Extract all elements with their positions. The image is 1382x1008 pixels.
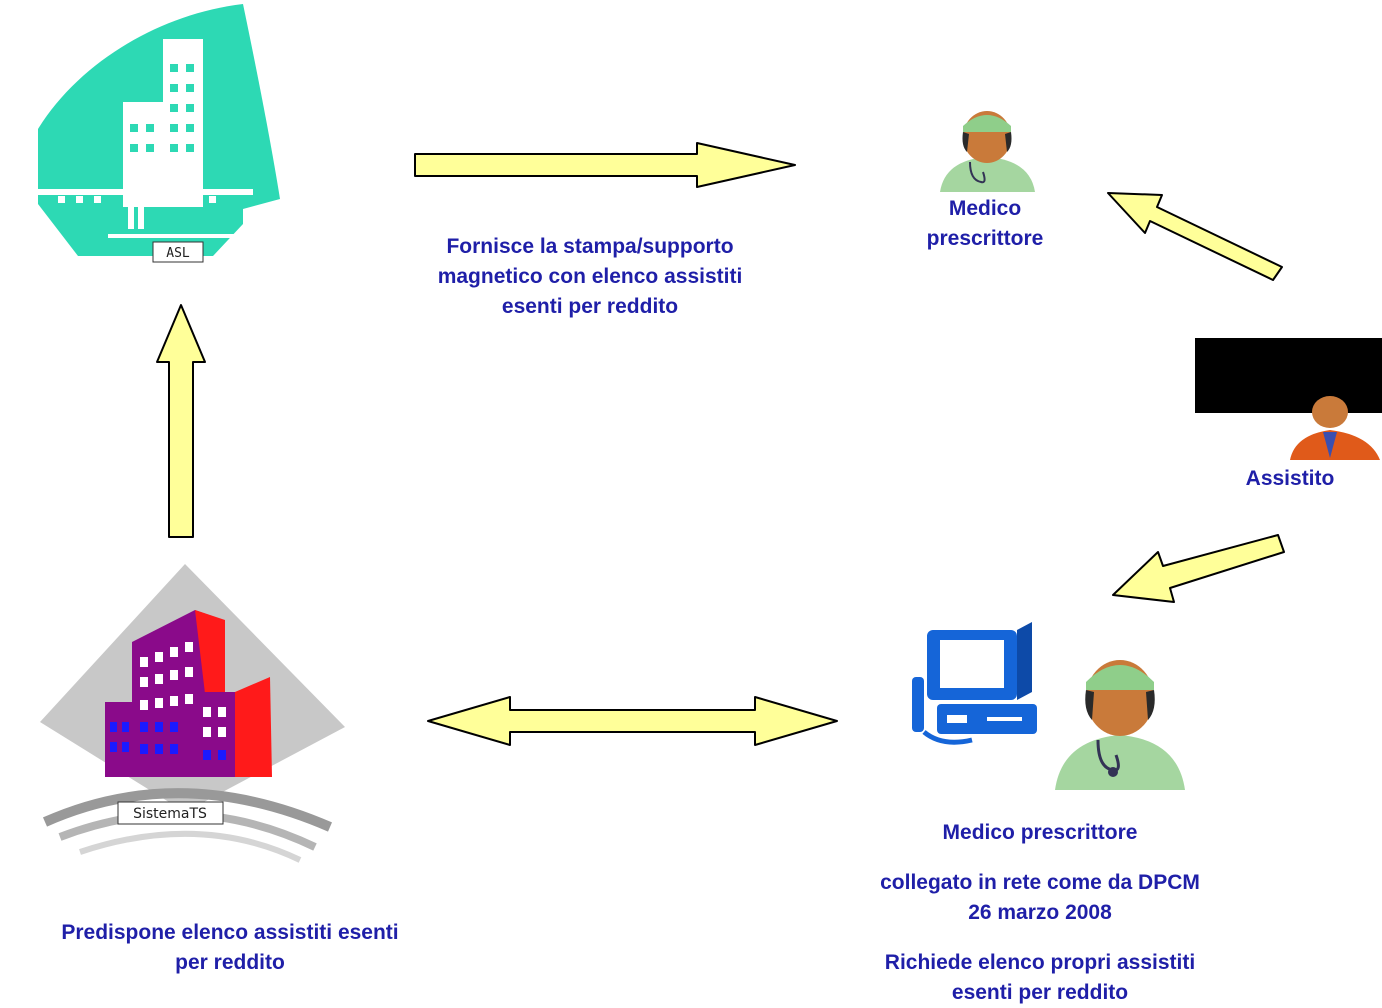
arrow-assistito-to-medico-top bbox=[1107, 192, 1283, 281]
medico-bottom-title: Medico prescrittore bbox=[942, 821, 1138, 844]
medico-bottom-line1: collegato in rete come da DPCM bbox=[880, 871, 1200, 894]
sistemats-logo: SistemaTS bbox=[40, 564, 345, 863]
arrow-asl-to-medico bbox=[414, 142, 796, 188]
medico-bottom-line2: 26 marzo 2008 bbox=[968, 901, 1112, 924]
double-arrow-sistemats-medico bbox=[427, 696, 838, 746]
medico-bottom-line3: Richiede elenco propri assistiti bbox=[884, 951, 1196, 974]
top-caption: Fornisce la stampa/supporto magnetico co… bbox=[380, 232, 800, 322]
doctor-icon-bottom bbox=[1055, 660, 1185, 790]
patient-icon bbox=[1290, 396, 1380, 460]
doctor-icon-top bbox=[940, 111, 1035, 192]
computer-icon bbox=[912, 622, 1037, 745]
assistito-dark-image bbox=[1195, 338, 1382, 413]
arrow-assistito-to-medico-bottom bbox=[1112, 534, 1285, 603]
asl-building-tower bbox=[163, 39, 203, 207]
medico-top-line1: Medico bbox=[948, 197, 1022, 220]
left-caption-line2: per reddito bbox=[175, 951, 285, 974]
asl-label-box bbox=[152, 241, 204, 263]
medico-bottom-network: collegato in rete come da DPCM 26 marzo … bbox=[820, 868, 1260, 928]
top-caption-line3: esenti per reddito bbox=[501, 295, 679, 318]
sistemats-logo-text: SistemaTS bbox=[133, 806, 207, 822]
top-caption-line2: magnetico con elenco assistiti bbox=[437, 265, 743, 288]
medico-top-line2: prescrittore bbox=[926, 227, 1044, 250]
arrow-sistemats-to-asl bbox=[156, 304, 206, 538]
left-caption-line1: Predispone elenco assistiti esenti bbox=[61, 921, 399, 944]
sistemats-label-box bbox=[117, 801, 224, 825]
medico-bottom-request: Richiede elenco propri assistiti esenti … bbox=[820, 948, 1260, 1008]
medico-top-label: Medico prescrittore bbox=[900, 194, 1070, 254]
medico-bottom-line4: esenti per reddito bbox=[951, 981, 1129, 1004]
asl-logo-text: ASL bbox=[166, 246, 190, 261]
asl-logo: ASL bbox=[38, 4, 280, 263]
top-caption-line1: Fornisce la stampa/supporto bbox=[446, 235, 734, 258]
assistito-label: Assistito bbox=[1245, 467, 1335, 490]
left-caption: Predispone elenco assistiti esenti per r… bbox=[0, 918, 460, 978]
